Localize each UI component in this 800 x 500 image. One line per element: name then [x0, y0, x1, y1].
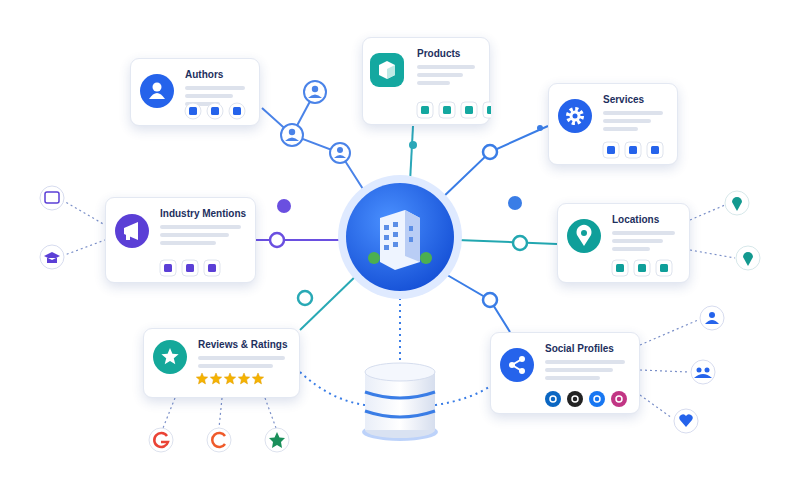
outer-icons [40, 186, 760, 452]
entity-card: Authors [130, 58, 260, 126]
card-title: Products [417, 48, 460, 59]
entity-card: Locations [557, 203, 690, 283]
entity-card: Services [548, 83, 678, 165]
hub-circle [338, 175, 462, 299]
entity-card: Industry Mentions [105, 197, 256, 283]
card-title: Services [603, 94, 644, 105]
entity-card: Social Profiles [490, 332, 640, 414]
card-title: Industry Mentions [160, 208, 246, 219]
card-title: Reviews & Ratings [198, 339, 287, 350]
card-title: Authors [185, 69, 223, 80]
card-title: Social Profiles [545, 343, 614, 354]
entity-card: Reviews & Ratings [143, 328, 300, 398]
database-cylinder [362, 363, 438, 441]
entity-card: Products [362, 37, 490, 125]
card-title: Locations [612, 214, 659, 225]
